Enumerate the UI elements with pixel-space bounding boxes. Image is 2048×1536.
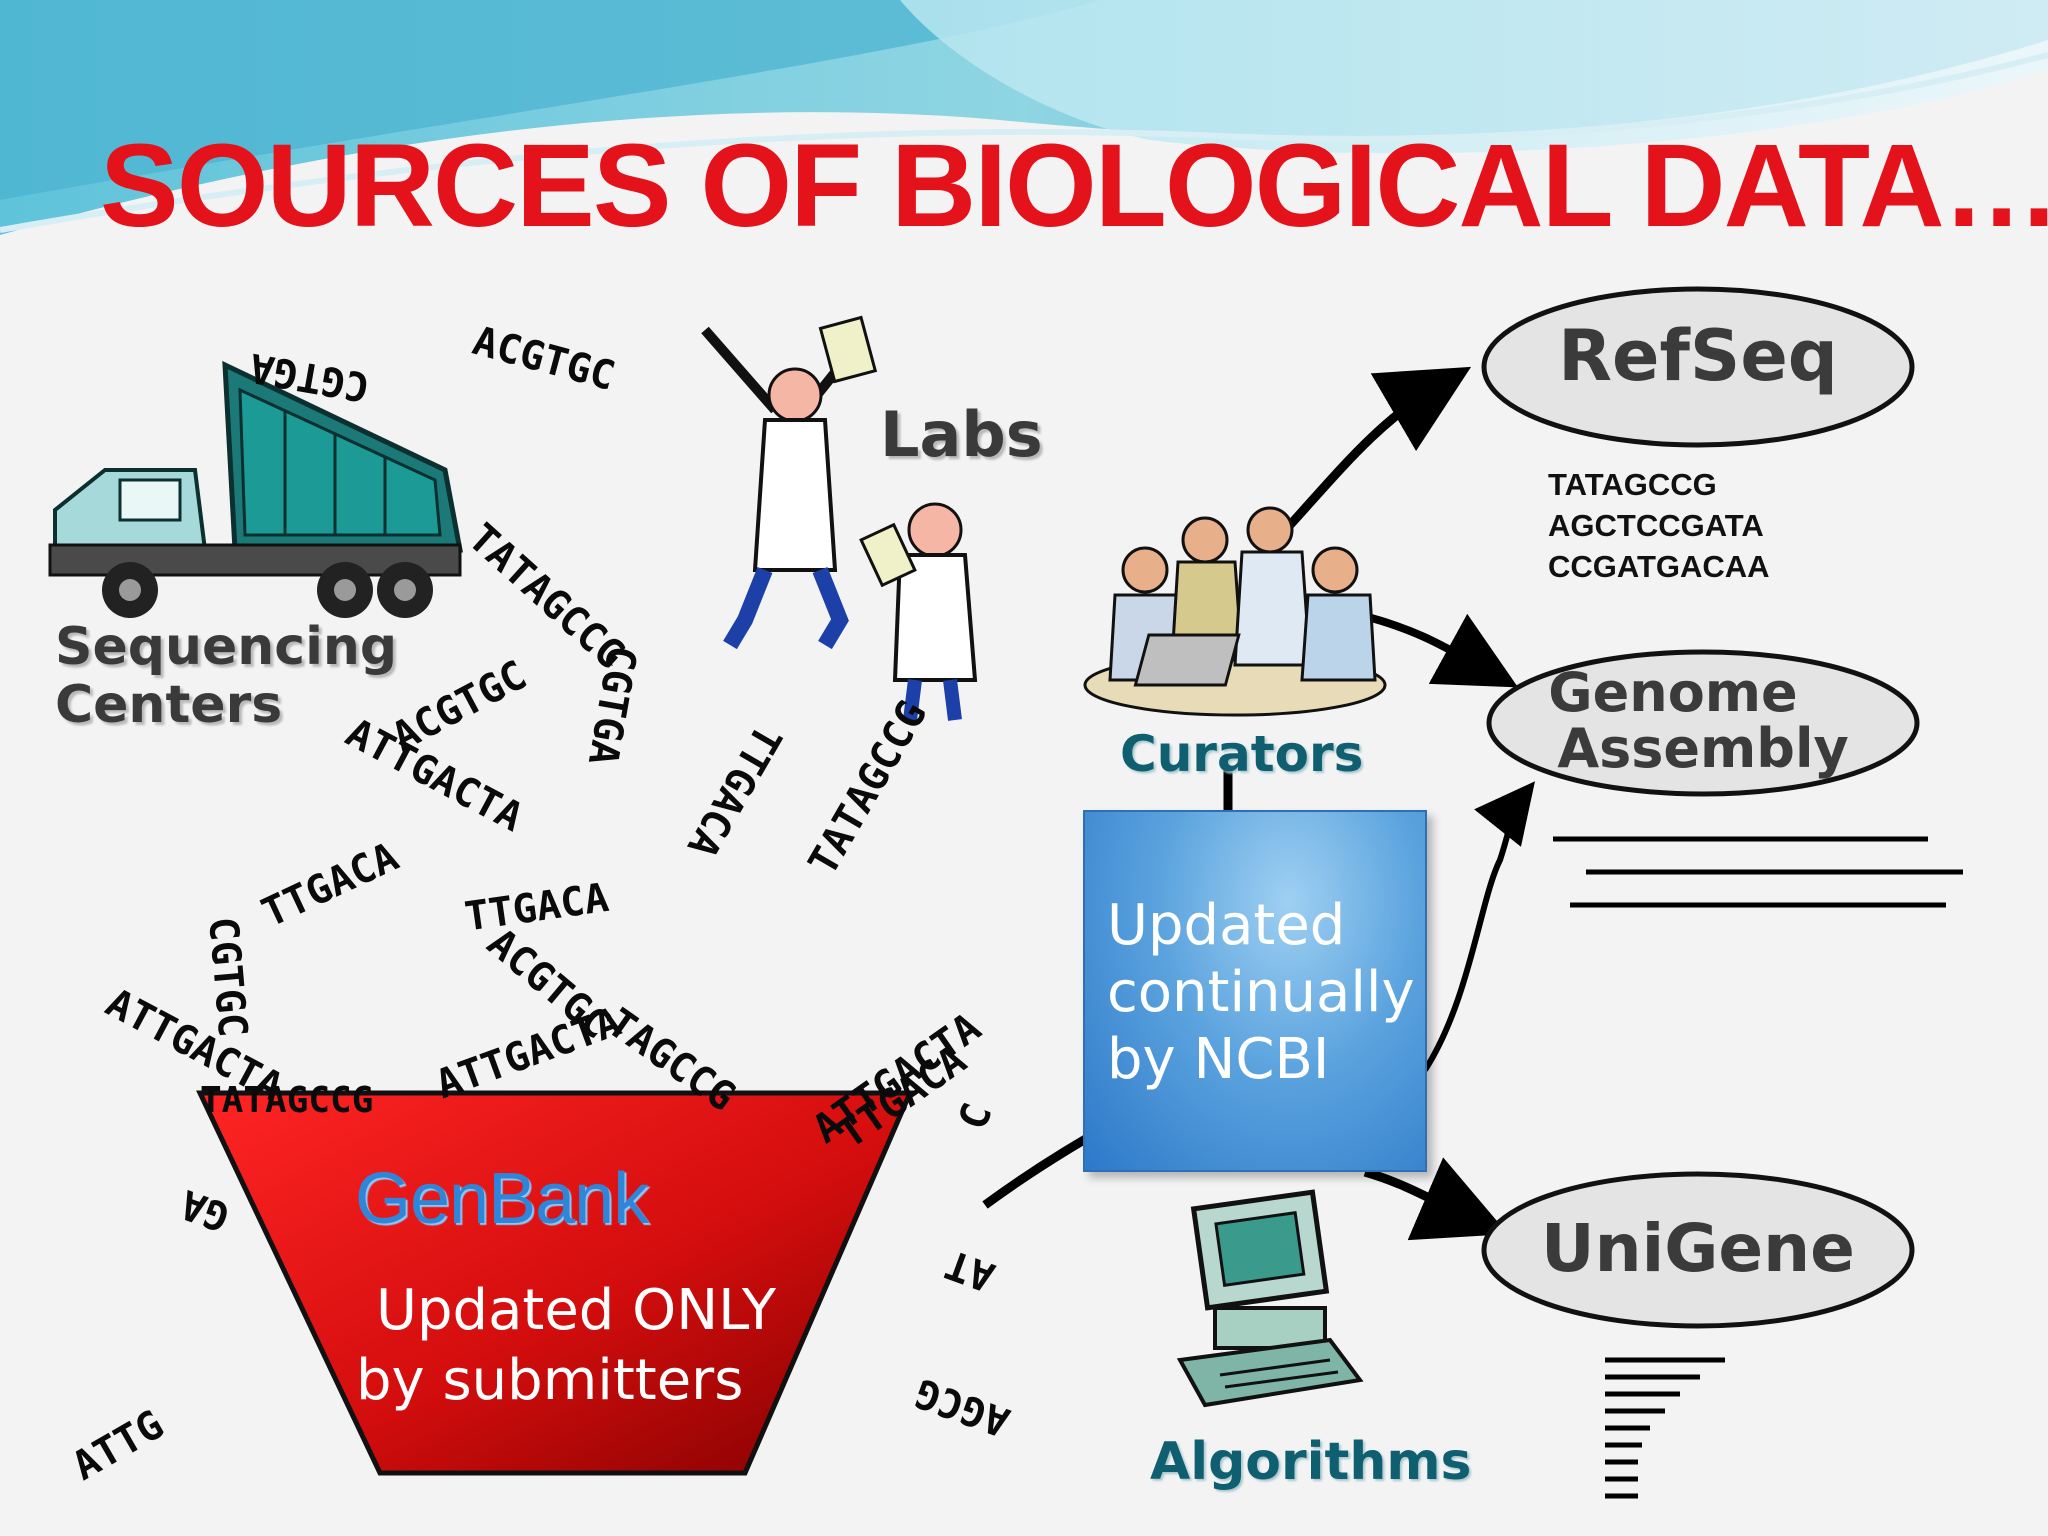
genome-assembly-line: Assembly	[1557, 717, 1849, 780]
dna-sequence-fragment: TATAGCCG	[200, 1080, 374, 1121]
ncbi-to-genome-assembly-arrow	[1422, 781, 1535, 1072]
curators-icon	[1083, 506, 1387, 717]
arrow-to-unigene	[1363, 1157, 1509, 1241]
genbank-note: Updated ONLY by submitters	[356, 1276, 777, 1416]
genbank-note-line: Updated ONLY	[376, 1278, 777, 1343]
genbank-bucket	[196, 1090, 914, 1476]
unigene-oval	[1481, 1171, 1915, 1329]
refseq-sequence: CCGATGACAA	[1548, 549, 1770, 584]
genome-assembly-oval	[1486, 649, 1920, 797]
genbank-note-line: by submitters	[356, 1348, 744, 1413]
arrow-to-genome-assembly	[1359, 611, 1519, 688]
refseq-sequence: AGCTCCGATA	[1548, 508, 1764, 543]
unigene-cluster-bars	[1605, 1357, 1725, 1499]
jumping-scientist	[701, 315, 878, 650]
curators-label: Curators	[1120, 725, 1364, 783]
refseq-sequence: TATAGCCG	[1548, 467, 1717, 502]
refseq-label: RefSeq	[1558, 315, 1838, 397]
ncbi-update-line: Updated	[1107, 893, 1346, 958]
ncbi-update-line: by NCBI	[1107, 1027, 1330, 1092]
unigene-label: UniGene	[1541, 1210, 1855, 1287]
refseq-sequences: TATAGCCG AGCTCCGATA CCGATGACAA	[1548, 464, 1770, 587]
refseq-oval	[1481, 286, 1915, 448]
genome-assembly-label: Genome Assembly	[1485, 665, 1921, 777]
labs-label: Labs	[880, 398, 1043, 471]
ncbi-update-line: continually	[1107, 960, 1415, 1025]
ncbi-update-box: Updated continually by NCBI	[1083, 810, 1427, 1172]
arrow-to-refseq	[1286, 366, 1472, 529]
sequencing-centers-label: Sequencing Centers	[55, 617, 398, 735]
dump-truck-icon	[48, 360, 464, 618]
scientists-icon	[701, 315, 978, 721]
computer-icon	[1176, 1189, 1364, 1408]
genome-assembly-line: Genome	[1548, 661, 1798, 724]
ncbi-update-text: Updated continually by NCBI	[1107, 892, 1415, 1093]
clipboard-scientist	[859, 502, 978, 721]
slide-title: SOURCES OF BIOLOGICAL DATA…	[100, 120, 2048, 252]
algorithms-label: Algorithms	[1150, 1432, 1472, 1492]
genbank-label: GenBank	[355, 1159, 649, 1239]
